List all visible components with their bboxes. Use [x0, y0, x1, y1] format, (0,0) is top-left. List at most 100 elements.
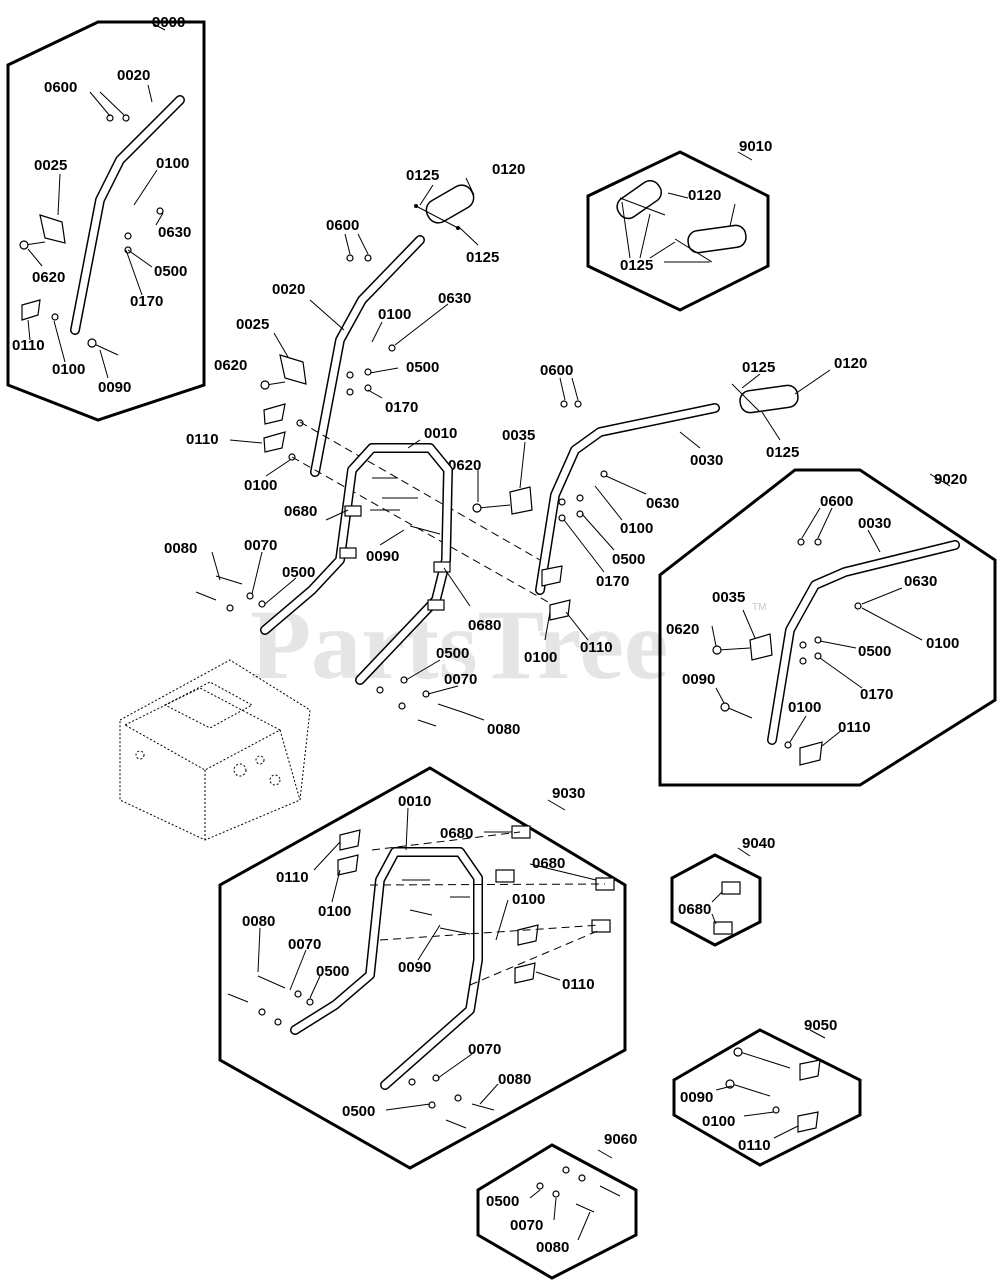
knob-part	[21, 299, 41, 321]
callout: 0500	[858, 643, 891, 660]
callout: 0100	[318, 903, 351, 920]
main-lower-callouts: 0010 0680 0090 0080 0070 0500 0680 0500 …	[164, 425, 520, 738]
callout: 0170	[130, 293, 163, 310]
knob-part	[541, 565, 563, 587]
bracket-part	[39, 214, 66, 244]
callout: 0500	[342, 1103, 375, 1120]
callout: 0035	[712, 589, 745, 606]
group-9040-box	[670, 853, 762, 947]
callout: 0090	[98, 379, 131, 396]
bracket-part	[279, 354, 307, 385]
knob-part	[797, 1111, 819, 1133]
group-9000[interactable]: 9000 0600 0020	[6, 14, 206, 422]
callout: 0030	[858, 515, 891, 532]
callout: 0500	[486, 1193, 519, 1210]
group-9010-box	[586, 150, 770, 312]
callout: 0090	[398, 959, 431, 976]
callout: 0070	[444, 671, 477, 688]
clip-part	[511, 825, 531, 839]
knob-part	[263, 431, 286, 453]
callout: 0010	[424, 425, 457, 442]
group-9050[interactable]: 9050 0090 0100 0110	[672, 1017, 862, 1167]
group-9050-number: 9050	[804, 1017, 837, 1034]
watermark: PartsTree	[250, 589, 668, 700]
box9000-callouts: 0600 0020 0025 0100 0630 0500 0170 0620 …	[12, 67, 191, 396]
callout: 0030	[690, 452, 723, 469]
callout: 0125	[742, 359, 775, 376]
callout: 0170	[385, 399, 418, 416]
callout: 0630	[158, 224, 191, 241]
callout: 0025	[34, 157, 67, 174]
main-right-handle[interactable]: 0600 0125 0120 0035 0030 0125 0620 0630 …	[291, 355, 867, 666]
callout: 0600	[820, 493, 853, 510]
callout: 0020	[117, 67, 150, 84]
group-9000-box	[6, 20, 206, 422]
main-upper-callouts: 0125 0120 0125 0600 0020 0630 0025 0100 …	[186, 161, 525, 494]
clip-part	[591, 919, 611, 933]
grip-part	[616, 179, 662, 220]
callout: 0080	[536, 1239, 569, 1256]
group-9010[interactable]: 9010 0120 0125	[586, 138, 772, 312]
knob-part	[799, 741, 823, 766]
grip-part	[739, 384, 799, 414]
callout: 0500	[282, 564, 315, 581]
clip-part	[721, 881, 741, 895]
group-9060-box	[476, 1143, 638, 1280]
callout: 0100	[156, 155, 189, 172]
callout: 0500	[436, 645, 469, 662]
callout: 0100	[788, 699, 821, 716]
group-9040-number: 9040	[742, 835, 775, 852]
clip-part	[339, 547, 357, 559]
callout: 0090	[366, 548, 399, 565]
grip-part	[425, 184, 475, 224]
callout: 0125	[406, 167, 439, 184]
callout: 0680	[440, 825, 473, 842]
group-9060-number: 9060	[604, 1131, 637, 1148]
knob-part	[263, 403, 286, 425]
callout: 0070	[510, 1217, 543, 1234]
callout: 0110	[738, 1137, 771, 1154]
callout: 0120	[834, 355, 867, 372]
clip-part	[495, 869, 515, 883]
knob-part	[339, 829, 361, 851]
knob-part	[514, 962, 536, 984]
callout: 0500	[316, 963, 349, 980]
callout: 0100	[702, 1113, 735, 1130]
callout: 0110	[580, 639, 613, 656]
callout: 0110	[276, 869, 309, 886]
group-9030-number: 9030	[552, 785, 585, 802]
callout: 0110	[562, 976, 595, 993]
group-9000-number: 9000	[152, 14, 185, 31]
group-9040[interactable]: 9040 0680	[670, 835, 775, 947]
main-lower-handle[interactable]: 0010 0680 0090 0080 0070 0500 0680 0500 …	[164, 425, 520, 738]
group-9060[interactable]: 9060 0500 0070 0080	[476, 1131, 638, 1280]
callout: 0070	[288, 936, 321, 953]
clip-part	[713, 921, 733, 935]
callout: 0125	[466, 249, 499, 266]
bracket-part	[749, 633, 773, 661]
group-9030[interactable]: 9030	[218, 766, 627, 1170]
bracket-part	[509, 486, 533, 515]
callout: 0090	[680, 1089, 713, 1106]
callout: 0100	[524, 649, 557, 666]
clip-part	[344, 505, 362, 517]
callout: 0025	[236, 316, 269, 333]
callout: 0600	[44, 79, 77, 96]
callout: 0110	[12, 337, 45, 354]
callout: 0080	[498, 1071, 531, 1088]
callout: 0070	[244, 537, 277, 554]
group-9020[interactable]: 9020 0600 0030 0630 0035	[658, 468, 997, 787]
callout: 0010	[398, 793, 431, 810]
callout: 0630	[438, 290, 471, 307]
group-9030-box	[218, 766, 627, 1170]
callout: 0070	[468, 1041, 501, 1058]
callout: 0620	[448, 457, 481, 474]
main-upper-handle[interactable]: 0125 0120 0125 0600 0020 0630 0025 0100 …	[186, 161, 525, 494]
callout: 0100	[926, 635, 959, 652]
callout: 0120	[688, 187, 721, 204]
callout: 0680	[468, 617, 501, 634]
callout: 0500	[406, 359, 439, 376]
box9050-callouts: 0090 0100 0110	[680, 1089, 771, 1154]
knob-part	[517, 924, 539, 946]
